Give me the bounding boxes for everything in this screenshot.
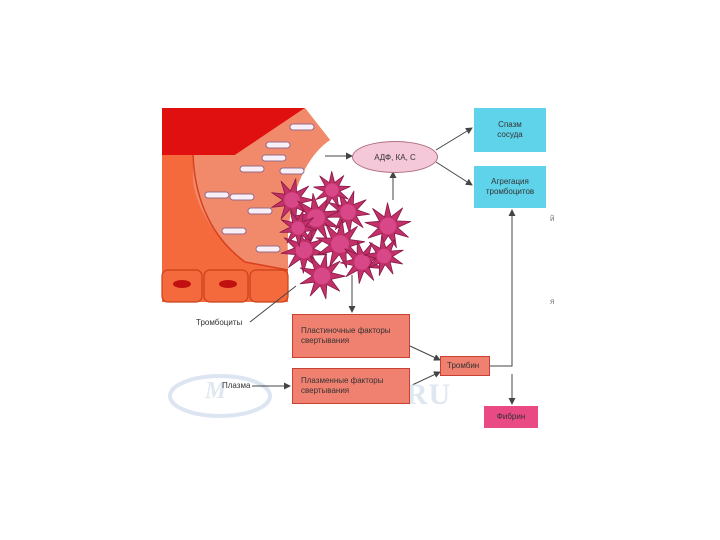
- resting-platelet: [230, 194, 254, 200]
- resting-platelet: [262, 155, 286, 161]
- arrow-thrombin-to-aggregation: [490, 210, 512, 366]
- edge-mark-bottom: я: [550, 297, 554, 306]
- arrow-adp-to-aggregation: [436, 162, 472, 185]
- platelet-body: [291, 221, 304, 234]
- arrow-platelet-factors-to-thrombin: [410, 346, 440, 360]
- resting-platelet: [280, 168, 304, 174]
- arrow-adp-to-spasm: [436, 128, 472, 150]
- label-platelets: Тромбоциты: [196, 318, 242, 327]
- node-adp-ka-c: АДФ, КА, С: [352, 141, 438, 173]
- edge-mark-top: й: [550, 214, 554, 223]
- cell-nucleus: [173, 280, 191, 288]
- resting-platelet: [290, 124, 314, 130]
- node-fibrin: Фибрин: [484, 406, 538, 428]
- platelet-body: [325, 183, 338, 196]
- node-thrombin: Тромбин: [440, 356, 490, 376]
- activated-platelets: [272, 171, 411, 299]
- resting-platelet: [248, 208, 272, 214]
- platelet-body: [314, 268, 331, 285]
- node-vessel-spasm: Спазм сосуда: [474, 108, 546, 152]
- platelet-body: [354, 254, 369, 269]
- platelet-body: [340, 204, 355, 219]
- resting-platelet: [222, 228, 246, 234]
- label-plasma: Плазма: [222, 381, 250, 390]
- node-plasma-clotting-factors: Плазменные факторы свертывания: [292, 368, 410, 404]
- resting-platelet: [256, 246, 280, 252]
- node-platelet-aggregation: Агрегация тромбоцитов: [474, 166, 546, 208]
- platelet-body: [377, 249, 391, 263]
- resting-platelet: [266, 142, 290, 148]
- endothelial-cells: [162, 270, 288, 302]
- cell-nucleus: [219, 280, 237, 288]
- resting-platelet: [240, 166, 264, 172]
- platelet-body: [284, 192, 299, 207]
- platelet-body: [307, 209, 325, 227]
- platelet-body: [380, 218, 397, 235]
- resting-platelet: [205, 192, 229, 198]
- node-platelet-clotting-factors: Пластиночные факторы свертывания: [292, 314, 410, 358]
